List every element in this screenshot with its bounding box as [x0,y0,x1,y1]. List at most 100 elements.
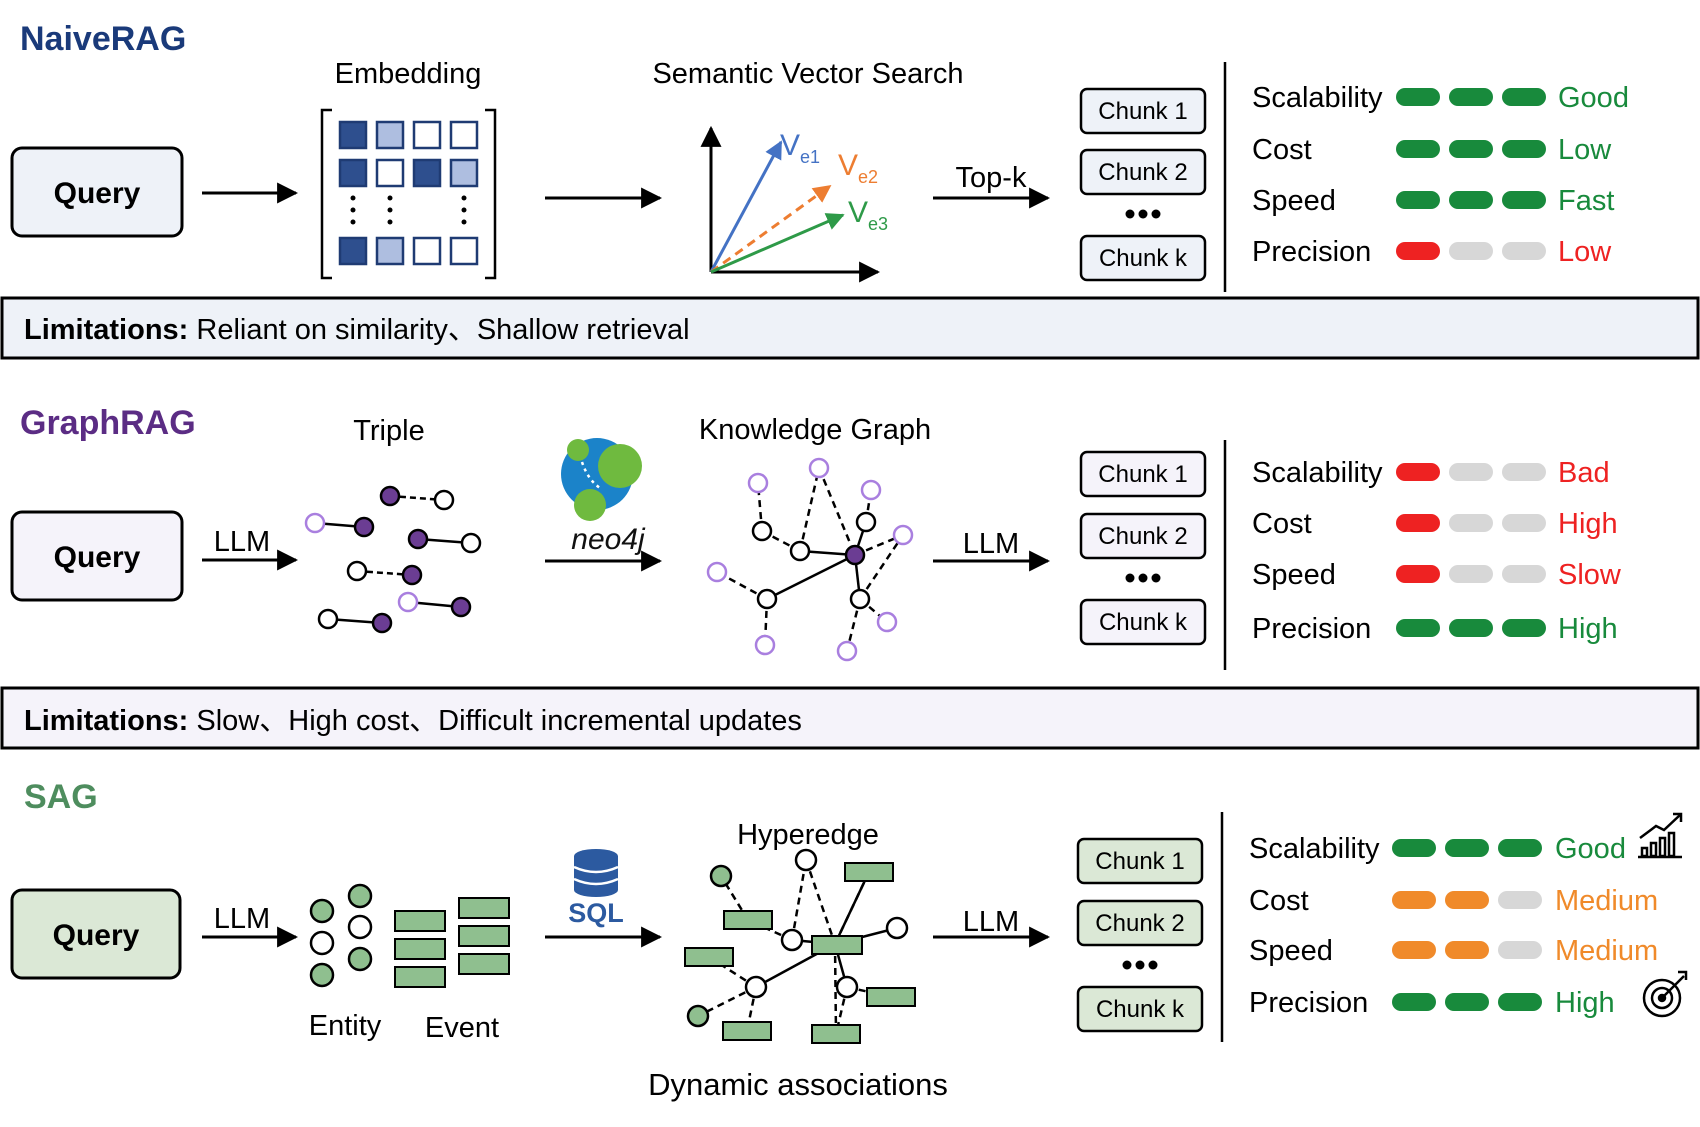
metric-level-pill [1392,941,1436,959]
hyperedge-edge [833,943,838,1035]
hyperedge-event-block [722,1021,772,1041]
chunk-ellipsis-dot [1122,960,1132,970]
metric-value: Low [1558,236,1612,268]
sag-query-label: Query [53,919,140,952]
chunk-label: Chunk 1 [1095,848,1184,875]
metric-level-pill [1445,891,1489,909]
graph-rag-section: GraphRAG Query LLM Triple neo4j Knowledg… [0,404,1700,750]
graph-node [756,588,778,610]
growth-chart-icon [1638,812,1683,859]
metric-level-pill [1396,242,1440,260]
knowledge-graph-icon [706,457,914,662]
metric-level-pill [1396,140,1440,158]
vector-e2-label: Ve2 [838,149,878,187]
matrix-cell [412,158,442,188]
embedding-label: Embedding [335,58,482,90]
metric-level-pill [1502,242,1546,260]
graph-edge [817,467,857,556]
hyperedge-graph-icon [684,848,916,1044]
naive-limitations-text: Limitations: Reliant on similarity、Shall… [24,314,690,346]
chunk-ellipsis-dot [1138,573,1148,583]
sql-database-icon: SQL [568,849,624,928]
chunk-box [1079,512,1207,560]
matrix-cell [449,236,479,266]
graph-leaf-node [754,634,776,656]
event-block [458,925,510,947]
entity-node [347,914,373,940]
hyperedge-edge [833,871,871,945]
sql-logo-text: SQL [568,898,624,928]
vector-e2 [710,184,832,274]
sag-llm-label-1: LLM [214,903,270,935]
matrix-cell [375,158,405,188]
metric-level-pill [1449,88,1493,106]
event-block [394,910,446,932]
section-title-sag: SAG [24,778,98,816]
metric-level-pill [1502,88,1546,106]
metric-value: Bad [1558,457,1610,489]
metric-name: Scalability [1252,457,1383,489]
graph-leaf-node [876,611,898,633]
matrix-cell [375,236,405,266]
target-icon [1642,970,1688,1018]
metric-level-pill [1392,891,1436,909]
naive-query-label: Query [54,177,141,210]
hyperedge-edge [719,875,750,921]
chunk-ellipsis-dot [1125,209,1135,219]
sag-query-box [10,888,182,980]
triple-label: Triple [353,415,424,447]
matrix-ellipsis-dot [387,219,393,225]
metric-level-pill [1449,140,1493,158]
graph-query-box [10,510,184,602]
graph-edge [845,598,862,652]
triple-node [371,612,393,634]
triple-node [401,564,423,586]
metric-name: Precision [1252,613,1371,645]
chunk-ellipsis-dot [1138,209,1148,219]
matrix-cell [412,236,442,266]
triple-node [450,596,472,618]
triple-node [407,528,429,550]
metric-level-pill [1396,565,1440,583]
metric-level-pill [1396,619,1440,637]
chunk-box [1076,899,1204,947]
hyperedge-edge [708,955,757,989]
chunk-box [1079,234,1207,282]
graph-edge [854,533,904,557]
vector-e3-label: Ve3 [848,196,888,234]
graph-edge [716,570,768,601]
neo4j-logo-text: neo4j [571,523,646,556]
metric-level-pill [1396,191,1440,209]
chunk-box [1079,148,1207,196]
graph-node [855,511,877,533]
event-block [458,953,510,975]
triple-node [346,560,368,582]
chunk-box [1079,87,1207,135]
metric-level-pill [1445,993,1489,1011]
metric-level-pill [1396,88,1440,106]
hyperedge-node [794,848,818,872]
metric-value: Good [1558,82,1629,114]
chunk-ellipsis-dot [1125,573,1135,583]
section-title-naiverag: NaiveRAG [20,20,186,58]
metric-name: Scalability [1252,82,1383,114]
metric-level-pill [1449,463,1493,481]
graph-leaf-node [836,640,858,662]
chunk-box [1079,450,1207,498]
graph-query-label: Query [54,541,141,574]
triple-node [433,489,455,511]
matrix-cell [449,158,479,188]
graph-leaf-node [860,479,882,501]
chunk-ellipsis-dot [1148,960,1158,970]
matrix-ellipsis-dot [461,195,467,201]
graph-limitations-text: Limitations: Slow、High cost、Difficult in… [24,705,802,737]
metric-name: Speed [1252,559,1336,591]
chunk-label: Chunk 1 [1098,98,1187,125]
graph-node [789,540,811,562]
hyperedge-edge [804,859,837,945]
